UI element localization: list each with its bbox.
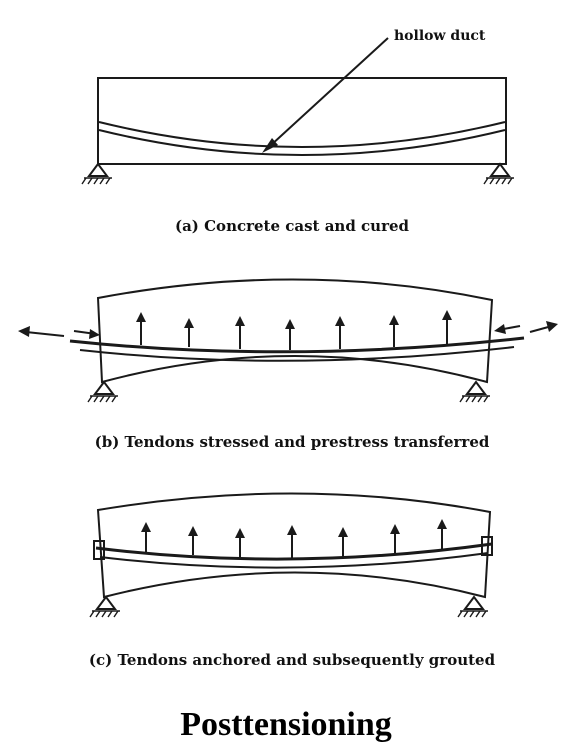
upward-force-arrows-c [141,519,447,558]
jacking-force-left [18,326,100,339]
panel-a: hollow duct (a) Concrete cast and cured [81,28,515,235]
hollow-duct-upper [98,121,506,148]
support-right-b [459,381,491,403]
diagram-title: Posttensioning [180,706,392,743]
support-right-a [483,163,515,185]
support-left-c [89,596,121,618]
anchor-left [93,540,105,560]
jacking-force-right [494,321,558,334]
panel-b: (b) Tendons stressed and prestress trans… [18,278,558,451]
beam-b [96,278,494,384]
beam-c [96,492,492,599]
anchor-right [481,536,493,556]
callout-arrow [262,37,389,153]
duct-c [99,552,489,569]
support-left-b [87,381,119,403]
beam-a [97,77,507,165]
tendon-b [69,336,525,354]
support-left-a [81,163,113,185]
caption-b: (b) Tendons stressed and prestress trans… [95,433,490,451]
hollow-duct-label: hollow duct [394,28,486,44]
tendon-c [95,542,493,561]
support-right-c [457,596,489,618]
caption-c: (c) Tendons anchored and subsequently gr… [89,651,496,669]
panel-c: (c) Tendons anchored and subsequently gr… [89,492,496,669]
caption-a: (a) Concrete cast and cured [175,217,410,235]
hollow-duct-lower [98,129,506,156]
upward-force-arrows-b [136,310,452,350]
duct-b [79,346,515,362]
